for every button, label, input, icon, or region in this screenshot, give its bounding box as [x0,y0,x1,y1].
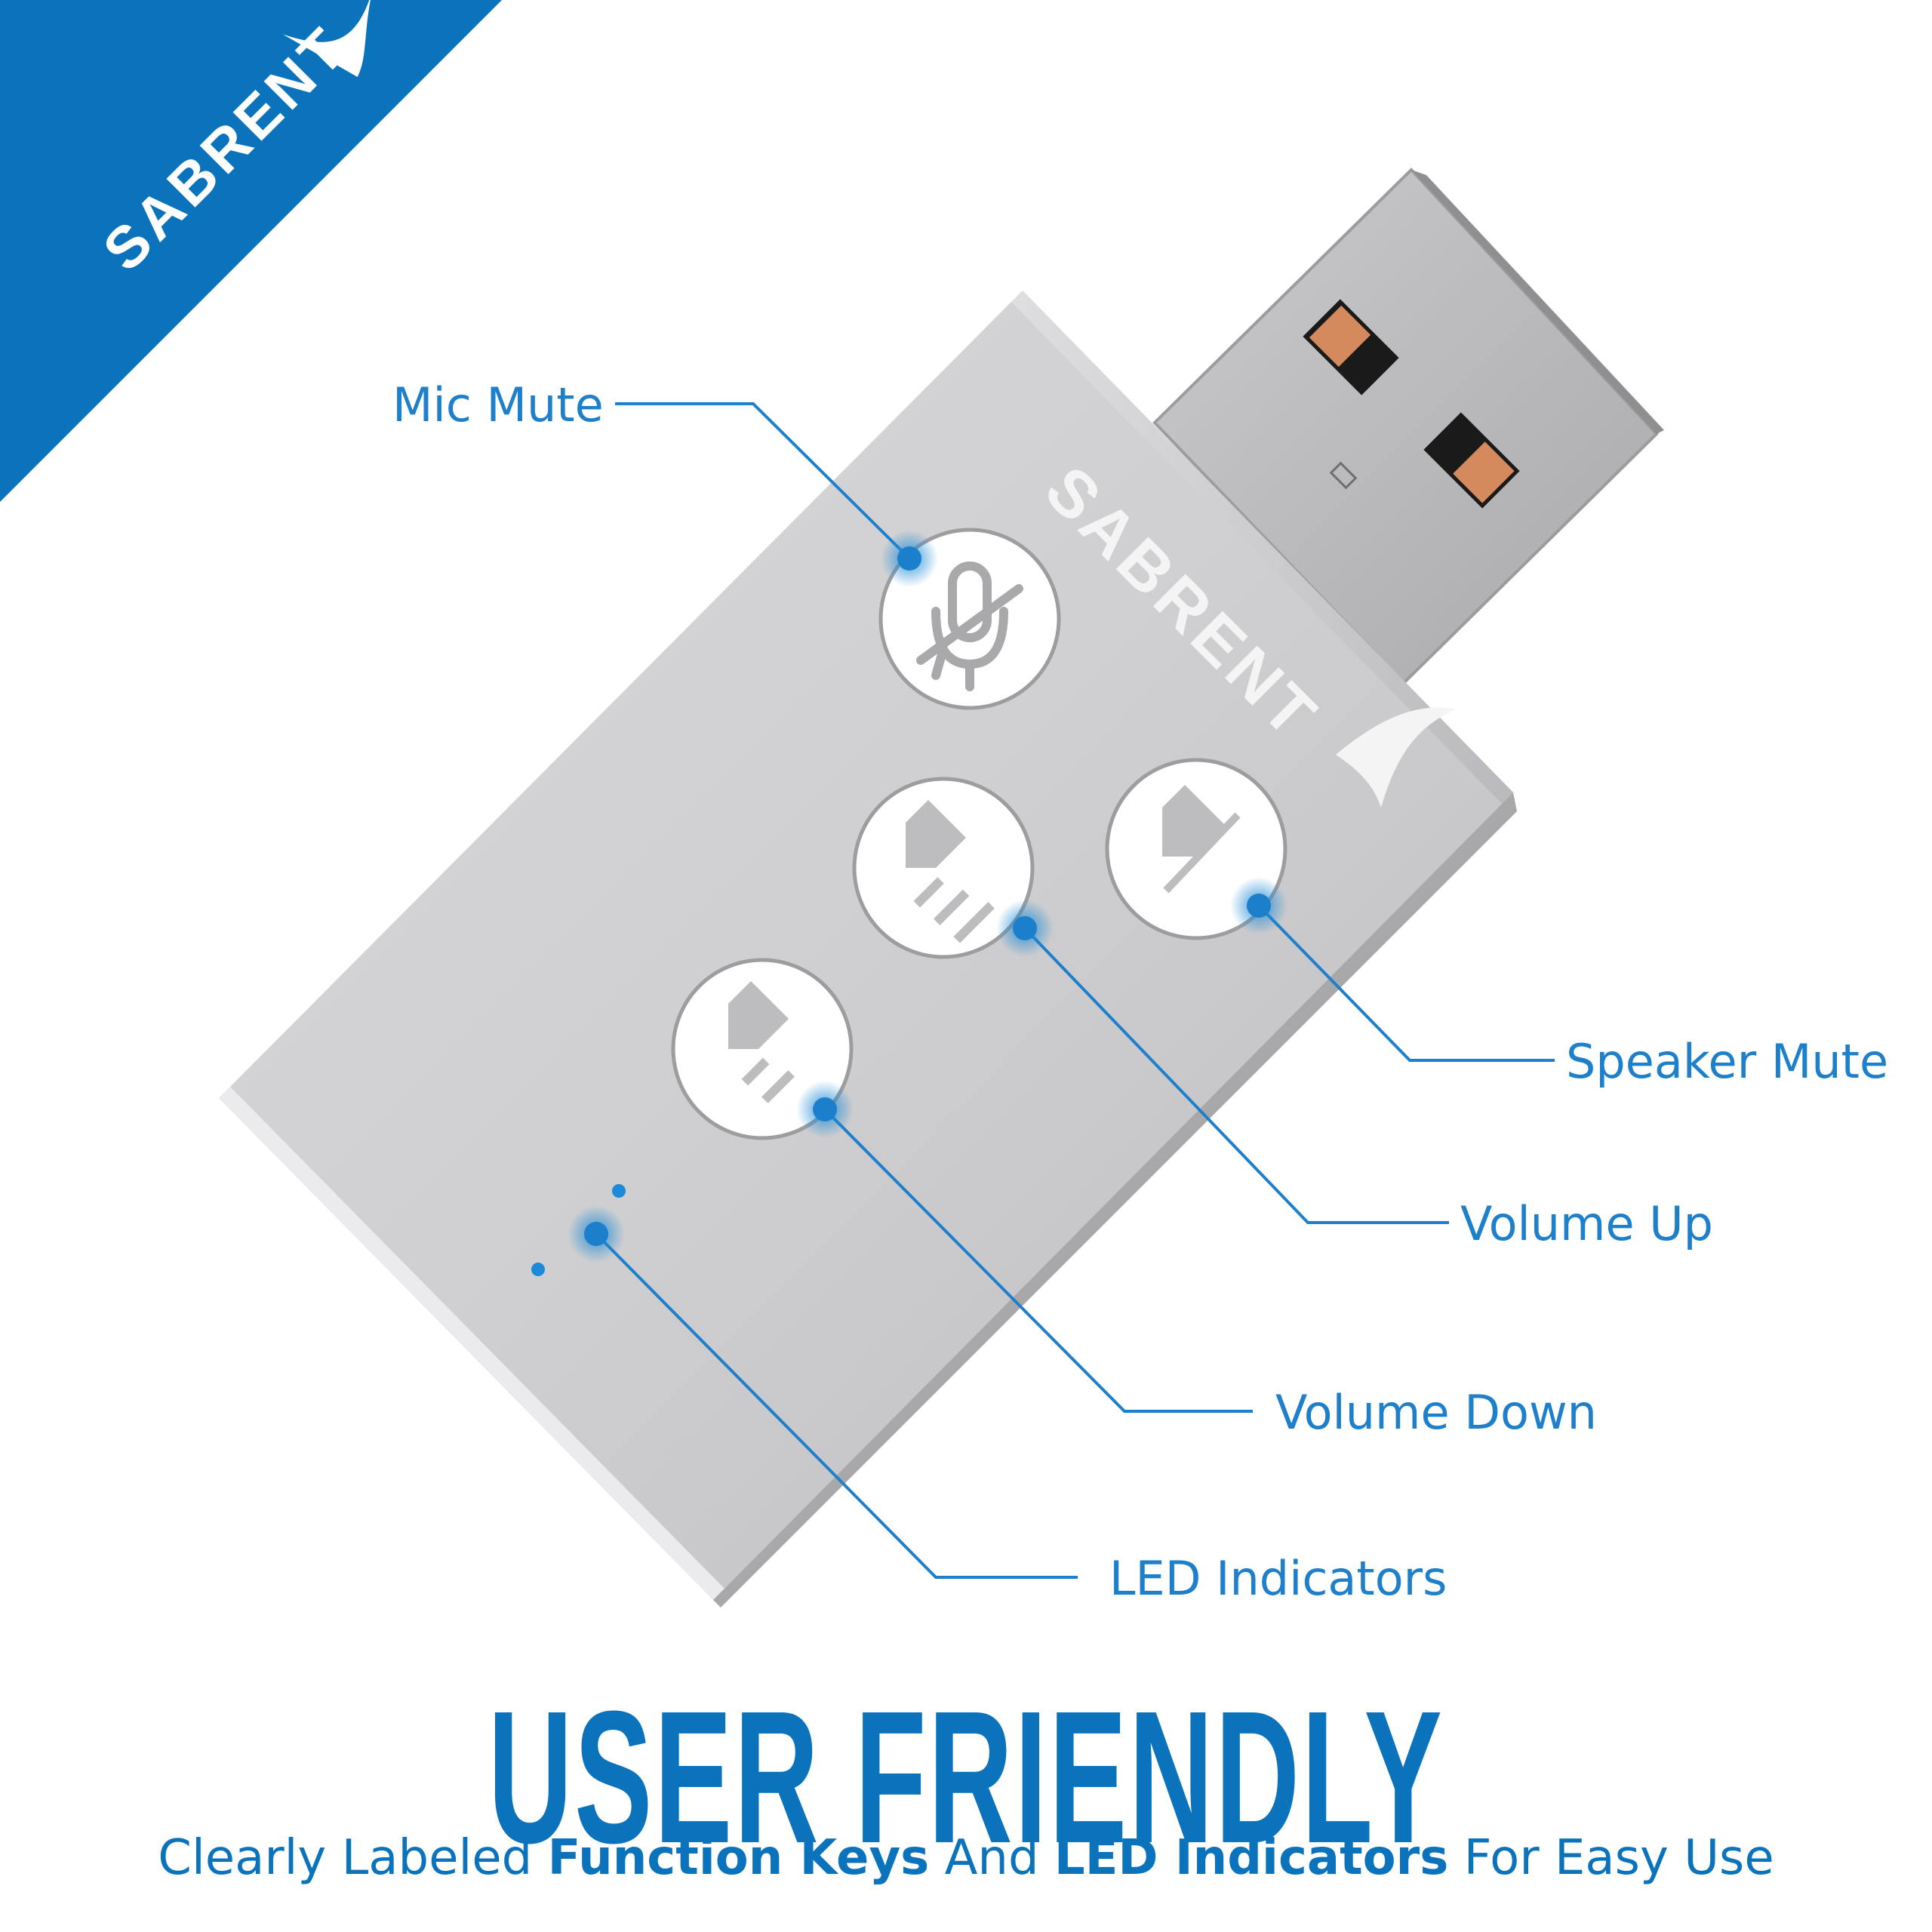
swoosh-icon [282,0,374,78]
speaker-mute-icon [1162,785,1241,894]
swoosh-icon [1336,707,1457,808]
mic-mute-icon [916,561,1023,691]
mic-mute-label: Mic Mute [392,377,604,432]
speaker-mute-label: Speaker Mute [1566,1034,1889,1089]
tagline-part: And [929,1830,1054,1886]
volume-up-label: Volume Up [1460,1196,1714,1251]
tagline-bold: LED Indicators [1054,1830,1449,1886]
volume-down-label: Volume Down [1275,1385,1597,1440]
callout-dots [568,530,1287,1263]
tagline: Clearly Labeled Function Keys And LED In… [0,1830,1932,1886]
tagline-part: Clearly Labeled [158,1830,548,1886]
callout-lines [595,402,1555,1579]
led-indicators-label: LED Indicators [1109,1551,1447,1606]
tagline-part: For Easy Use [1448,1830,1774,1886]
volume-up-icon [906,800,995,943]
headline: USER FRIENDLY [488,1672,1444,1882]
usb-plug [1152,168,1664,685]
volume-down-icon [728,981,795,1103]
tagline-bold: Function Keys [547,1830,930,1886]
led-indicators [531,1184,626,1276]
volume-up-button[interactable] [852,777,1035,959]
